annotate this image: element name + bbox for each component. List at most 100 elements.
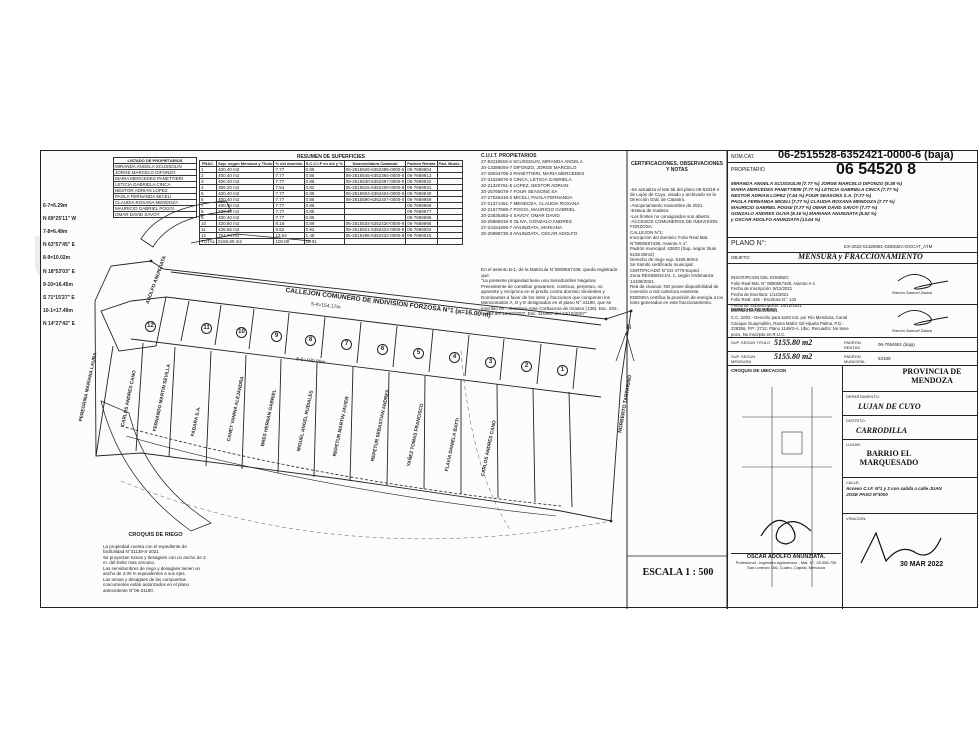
table-cell: 06-2515590-6352407-0000-0 [343,196,407,203]
lot-number-label: 10 [236,327,247,338]
owner-row: 20-25998730-3 ANUNZIATA, OSCAR ADOLFO [481,231,578,236]
surfaces-header-cell: Sup. segun Mensura y Titulo [216,160,275,167]
certifications-panel: CERTIFICACIONES, OBSERVACIONES Y NOTAS -… [630,157,724,311]
table-cell: 06-2515534-6352420-0000-9 [343,220,407,227]
location-sketch-map [742,387,832,587]
table-cell [436,238,463,245]
surfaces-header-cell: FRAC. [198,160,218,167]
nom-cat-label: NOM.CAT. [731,154,755,160]
provincia-value: MENDOZA [911,376,953,385]
owners-list-left-table: LISTADO DE PROPIETARIOS MIRANDA ANGELA S… [113,157,197,218]
owner-row: 27-93119618-4 SCUSSOLIN, MIRANDA ANGELA [481,159,583,164]
stamp-date: 30 MAR 2022 [900,561,944,568]
lugar-value: BARRIO EL MARQUESADO [859,449,919,467]
owner-row: 20-13386094-7 DIFONZO, JORGE MARCELO [481,165,577,170]
location-block: PROVINCIA DE MENDOZA [888,367,976,385]
owners-cuit-table: C.U.I.T. PROPIETARIOS 27-93119618-4 SCUS… [481,153,625,237]
lot-number-label: 7 [341,339,352,350]
scale-label: ESCALA 1 : 500 [642,567,714,578]
riego-text: C.C.:1003 - Derecho para 5150 m2, por Rí… [731,315,849,337]
owner-row: 27-31026676-0 CINCA, LETICIA GABRIELA [481,177,572,182]
bearing-line: N 14°27'42" E [43,321,75,328]
visacion-signature-icon [860,531,942,564]
sup-titulo-label: SUP. SEGUN TITULO [731,340,771,345]
provincia-label: PROVINCIA DE [902,367,962,376]
servidumbre-note: En el asiento B-1, de la Matricula N°080… [481,267,618,316]
lot-number-label: 2 [521,361,532,372]
surfaces-header-cell: Padron Rentas [405,160,438,167]
owners-cuit-title: C.U.I.T. PROPIETARIOS [481,153,537,159]
lot-number-label: 8 [305,335,316,346]
owner-row: 20-25589315-0 OLIVA, GONZALO ANDRES [481,219,572,224]
croquis-riego: CROQUIS DE RIEGO La propiedad cuenta con… [103,527,208,599]
bearing-line: N 63°57'45" E [43,242,75,249]
bearings-list: 6-7=6.29m N 69°25'11" W 7-8=6.49m N 63°5… [43,196,109,334]
table-cell: 5155.80 m2 [216,238,275,245]
svg-text:N: N [627,325,631,331]
north-arrow-icon: N [615,325,635,362]
lot-number-label: 5 [413,348,424,359]
owner-row: 20-21320781-5 LOPEZ, NESTOR ADRIAN [481,183,569,188]
surfaces-table-title: RESUMEN DE SUPERFICIES [296,154,365,160]
bearing-line: 9-10=16.45m [43,281,73,288]
owner-row: 27-21371451-7 MENDOZA, CLAUDIA ROXANA [481,201,580,206]
lugar-label: LUGAR: [846,442,861,447]
title-block: NOM.CAT. 06-2515528-6352421-0000-6 (baja… [727,149,978,609]
owner-row: 20-25765078-7 FOUR SEASONS SA [481,189,558,194]
padron-rentas-label: PADRON RENTAS [844,340,861,350]
lot-number-label: 6 [377,344,388,355]
surfaces-header-cell: Pad. Munic. [436,160,463,167]
bearing-line: 8-9=10.02m [43,255,71,262]
objeto-value: MENSURA y FRACCIONAMIENTO [798,252,923,261]
nom-cat-value: 06-2515528-6352421-0000-6 (baja) [778,149,954,161]
survey-sheet: N LISTADO DE PROPIETARIOS MIRANDA ANGELA… [40,149,978,609]
owner-row: 20-21677589-7 POGGI, MAURICIO GABRIEL [481,207,576,212]
owner-row: 27-28034705-2 PANETTIERI, MARIA MERCEDES [481,171,585,176]
distrito-label: DISTRITO: [846,418,866,423]
lot-number-label: 1 [557,365,568,376]
dominio-inscription: INSCRIPCION DEL DOMINIO Folio Real Mat. … [731,275,816,313]
croquis-riego-text: La propiedad cuenta con el expediente de… [103,543,206,593]
signature-2-name: Ramón Samuel Zalara [892,328,933,333]
owners-percentages: MIRANDA ANGELA SCUSSOLIN (7.77 %) JORGE … [731,181,903,222]
calle-value: Acceso C.I.F. Nº1 y 2 con salida a calle… [846,486,942,497]
padron-value: 06 54520 8 [836,161,917,178]
bearing-line: 6-7=6.29m [43,202,68,209]
croquis-riego-title: CROQUIS DE RIEGO [128,531,183,538]
certifications-title: CERTIFICACIONES, OBSERVACIONES Y NOTAS [630,161,724,173]
owner-row: 20-22835383-4 SAVOY, OMAR DAVID [481,213,560,218]
bearing-line: 7-8=6.49m [43,228,68,235]
survey-plan-drawing: N [94,151,728,609]
table-cell [405,238,438,245]
sup-mensura-label: SUP. SEGUN MENSURA [731,354,756,364]
table-cell: TOTAL [198,238,218,245]
padron-munic-value: 53189 [878,356,891,361]
table-cell: 10.91 [303,238,345,245]
departamento-value: LUJAN DE CUYO [858,402,921,411]
bearing-line: N 69°25'11" W [43,215,77,222]
calle-label: CALLE: [846,480,860,485]
surfaces-header-cell: S.C.C.I.F en m2 y % [303,160,345,167]
visacion-label: VISACION: [846,516,867,521]
surveyor-details: Profesional - Ingeniero Agrimensor - Mat… [735,560,837,570]
riego-label: DERECHO DE RIEGO [731,307,777,312]
lot-number-label: 11 [201,323,212,334]
bearing-line: S 71°15'27" E [43,294,75,301]
table-cell: 06-2515604-6352404-0000-9 [343,190,407,197]
objeto-label: OBJETO: [731,255,751,260]
table-row: OMAR DAVID SAVOY [113,211,197,218]
table-cell [343,238,407,245]
lot-number-label: 3 [485,357,496,368]
owner-row: 27-24154266-7 ANUNZIATA, MARIANA [481,225,563,230]
sup-titulo-value: 5155.80 m2 [774,338,813,347]
plano-label: PLANO N°: [731,240,767,247]
lot-number-label: 9 [271,331,282,342]
distrito-value: CARRODILLA [856,426,908,435]
sup-mensura-value: 5155.80 m2 [774,352,813,361]
padron-rentas-value: 06-7064681 (baja) [878,342,915,347]
table-cell: 06-2515545-6352394-0000-8 [343,172,407,179]
